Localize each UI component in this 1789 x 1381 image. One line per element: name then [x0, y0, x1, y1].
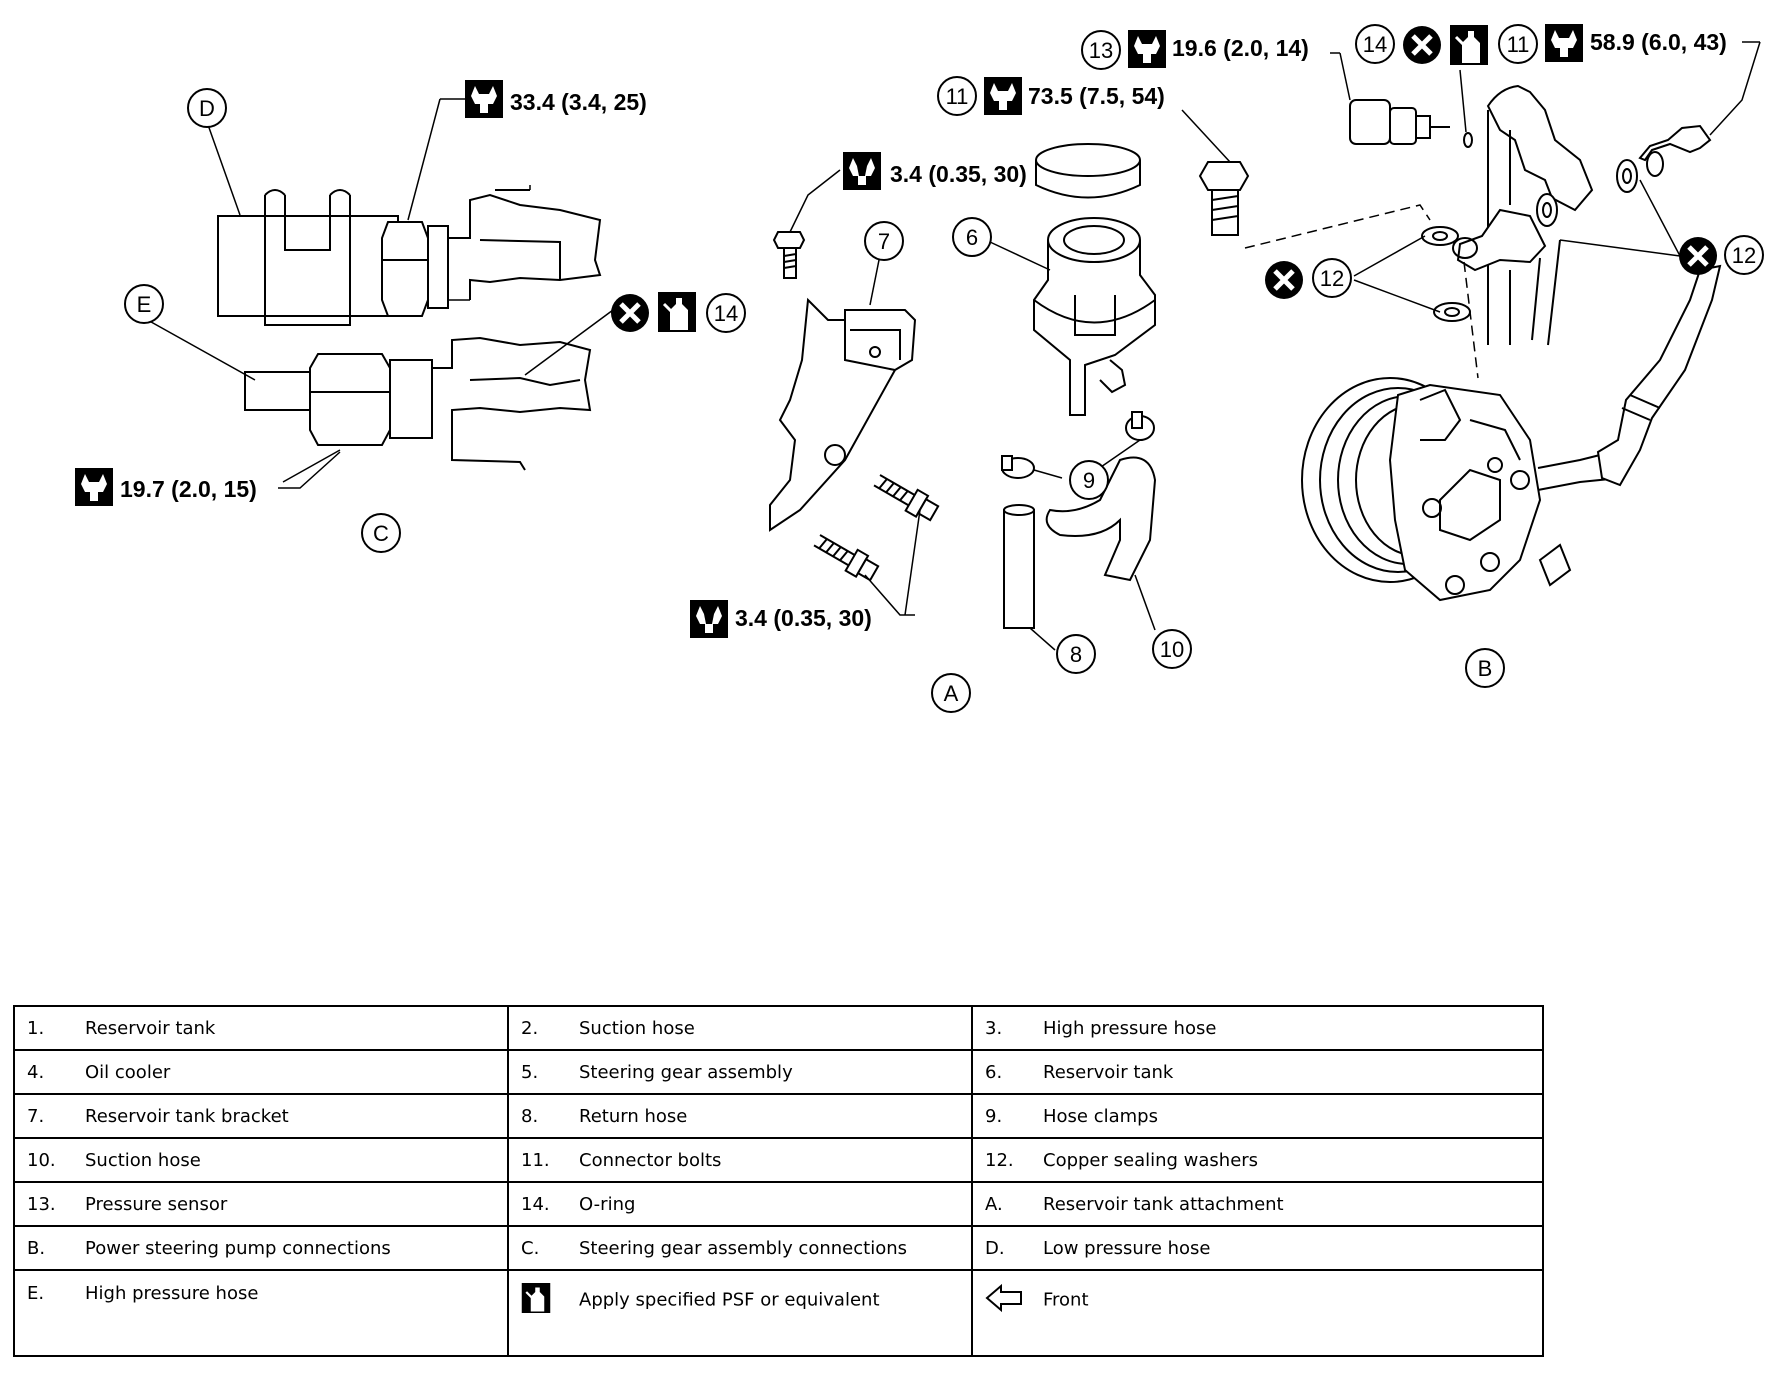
torque-a-upper: 3.4 (0.35, 30) [843, 152, 1027, 190]
torque-wrench-icon [690, 600, 728, 638]
legend-row: E.High pressure hose Apply specified PSF… [13, 1269, 1544, 1357]
svg-text:11: 11 [946, 84, 969, 109]
torque-wrench-icon [984, 77, 1022, 115]
replace-part-icon [1679, 237, 1717, 275]
callout-6: 6 [952, 217, 1051, 271]
legend-cell: 4.Oil cooler [13, 1049, 509, 1095]
svg-text:D: D [199, 96, 215, 121]
legend-row: 10.Suction hose 11.Connector bolts 12.Co… [13, 1137, 1544, 1183]
legend-row: 1.Reservoir tank 2.Suction hose 3.High p… [13, 1005, 1544, 1051]
legend-cell: 12.Copper sealing washers [971, 1137, 1544, 1183]
torque-b-bolt-11-right: 11 58.9 (6.0, 43) [1498, 24, 1760, 64]
svg-text:11: 11 [1507, 32, 1530, 57]
legend-cell: 3.High pressure hose [971, 1005, 1544, 1051]
torque-a-lower: 3.4 (0.35, 30) [690, 600, 872, 638]
washer-replace-right: 12 [1679, 236, 1764, 275]
section-a-reservoir-attachment [769, 143, 1157, 651]
legend-row: 13.Pressure sensor 14.O-ring A.Reservoir… [13, 1181, 1544, 1227]
torque-wrench-icon [75, 468, 113, 506]
legend-cell: Front [971, 1269, 1544, 1357]
washer-replace-left: 12 [1265, 258, 1352, 299]
oring-replace-b: 14 [1355, 23, 1490, 67]
svg-text:3.4 (0.35, 30): 3.4 (0.35, 30) [735, 605, 872, 631]
callout-7: 7 [864, 221, 904, 261]
svg-text:73.5 (7.5, 54): 73.5 (7.5, 54) [1028, 83, 1165, 109]
svg-text:33.4 (3.4, 25): 33.4 (3.4, 25) [510, 89, 647, 115]
section-b-pump-connections [1181, 41, 1761, 602]
svg-text:3.4 (0.35, 30): 3.4 (0.35, 30) [890, 161, 1027, 187]
svg-text:12: 12 [1320, 266, 1344, 291]
legend-row: 7.Reservoir tank bracket 8.Return hose 9… [13, 1093, 1544, 1139]
torque-b-bolt-11-left: 11 73.5 (7.5, 54) [937, 76, 1165, 116]
svg-text:8: 8 [1070, 642, 1082, 667]
legend-cell: B.Power steering pump connections [13, 1225, 509, 1271]
legend-cell: C.Steering gear assembly connections [507, 1225, 973, 1271]
legend-cell: A.Reservoir tank attachment [971, 1181, 1544, 1227]
svg-text:19.6 (2.0, 14): 19.6 (2.0, 14) [1172, 35, 1309, 61]
legend-cell: 5.Steering gear assembly [507, 1049, 973, 1095]
apply-fluid-icon [521, 1283, 579, 1318]
oring-replace-c: 14 [611, 290, 746, 334]
svg-text:13: 13 [1089, 38, 1113, 63]
section-c-gear-connections [143, 98, 614, 483]
torque-wrench-icon [465, 80, 503, 118]
apply-fluid-icon [1448, 23, 1490, 67]
legend-cell: E.High pressure hose [13, 1269, 509, 1357]
legend-cell: 14.O-ring [507, 1181, 973, 1227]
callout-8: 8 [1056, 634, 1096, 674]
svg-text:10: 10 [1160, 637, 1184, 662]
callout-c: C [361, 513, 401, 553]
legend-cell: 2.Suction hose [507, 1005, 973, 1051]
replace-part-icon [1265, 261, 1303, 299]
svg-text:6: 6 [966, 225, 978, 250]
torque-wrench-icon [1128, 30, 1166, 68]
svg-text:E: E [137, 292, 152, 317]
replace-part-icon [1403, 26, 1441, 64]
callout-e: E [124, 284, 164, 324]
legend-cell: 13.Pressure sensor [13, 1181, 509, 1227]
legend-cell: 6.Reservoir tank [971, 1049, 1544, 1095]
legend-cell: D.Low pressure hose [971, 1225, 1544, 1271]
callout-b: B [1465, 648, 1505, 688]
svg-text:7: 7 [878, 229, 890, 254]
svg-text:12: 12 [1732, 243, 1756, 268]
callout-9: 9 [1069, 460, 1109, 500]
torque-wrench-icon [843, 152, 881, 190]
torque-b-sensor-13: 13 19.6 (2.0, 14) [1081, 30, 1340, 70]
svg-text:A: A [944, 681, 959, 706]
torque-wrench-icon [1545, 24, 1583, 62]
torque-c-lower: 19.7 (2.0, 15) [75, 451, 341, 506]
callout-d: D [187, 88, 227, 128]
exploded-diagram: D E C 33.4 (3.4, 25) 19.7 (2.0, 15) 14 [75, 23, 1764, 713]
svg-text:58.9 (6.0, 43): 58.9 (6.0, 43) [1590, 29, 1727, 55]
svg-text:9: 9 [1083, 468, 1095, 493]
legend-row: B.Power steering pump connections C.Stee… [13, 1225, 1544, 1271]
svg-text:14: 14 [1363, 32, 1387, 57]
front-arrow-icon [985, 1283, 1043, 1318]
legend-row: 4.Oil cooler 5.Steering gear assembly 6.… [13, 1049, 1544, 1095]
torque-c-upper: 33.4 (3.4, 25) [440, 80, 647, 118]
legend-cell: Apply specified PSF or equivalent [507, 1269, 973, 1357]
parts-legend-table: 1.Reservoir tank 2.Suction hose 3.High p… [13, 1005, 1544, 1357]
legend-cell: 7.Reservoir tank bracket [13, 1093, 509, 1139]
svg-text:14: 14 [714, 301, 738, 326]
legend-cell: 8.Return hose [507, 1093, 973, 1139]
replace-part-icon [611, 294, 649, 332]
legend-cell: 10.Suction hose [13, 1137, 509, 1183]
callout-a: A [931, 673, 971, 713]
callout-10: 10 [1152, 629, 1192, 669]
svg-text:B: B [1478, 656, 1493, 681]
legend-cell: 11.Connector bolts [507, 1137, 973, 1183]
svg-text:C: C [373, 521, 389, 546]
legend-cell: 9.Hose clamps [971, 1093, 1544, 1139]
apply-fluid-icon [656, 290, 698, 334]
svg-text:19.7 (2.0, 15): 19.7 (2.0, 15) [120, 476, 257, 502]
legend-cell: 1.Reservoir tank [13, 1005, 509, 1051]
